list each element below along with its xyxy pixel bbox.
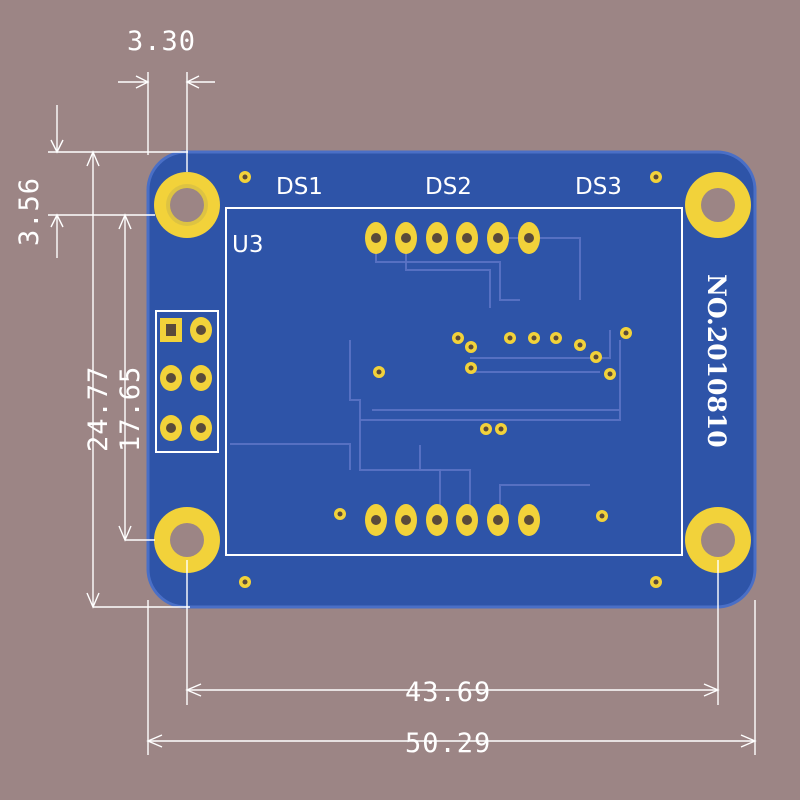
vias [239, 171, 662, 588]
dim-text-hole-vertical: 24.77 [83, 366, 114, 452]
dim-text-top-offset: 3.30 [127, 26, 196, 57]
dimension-board-width: 50.29 [146, 600, 757, 759]
dim-text-board-width: 50.29 [405, 728, 491, 759]
u3-module-outline [225, 207, 683, 556]
header-pin [190, 415, 212, 441]
mounting-hole-bottom-right [685, 507, 751, 573]
mounting-hole-bottom-left [154, 507, 220, 573]
dimension-hole-spacing: 43.69 [185, 560, 720, 708]
dimension-top-offset: 3.30 [118, 26, 215, 172]
mounting-hole-top-left [154, 172, 220, 238]
display-pins-bottom [365, 504, 540, 536]
dimension-header-height: 17.65 [115, 213, 155, 542]
label-ds2: DS2 [425, 174, 472, 200]
dimension-left-offset: 3.56 [14, 105, 188, 258]
header-pins [160, 317, 212, 441]
display-pins-top [365, 222, 540, 254]
dim-text-left-offset: 3.56 [14, 177, 45, 246]
header-outline [155, 310, 219, 453]
label-ds1: DS1 [276, 174, 323, 200]
header-pin [160, 415, 182, 441]
label-ds3: DS3 [575, 174, 622, 200]
header-pin [190, 317, 212, 343]
dim-text-hole-spacing: 43.69 [405, 677, 491, 708]
mounting-hole-top-right [685, 172, 751, 238]
header-pin [190, 365, 212, 391]
pcb-board [146, 150, 757, 609]
header-pin [160, 365, 182, 391]
serial-number: NO.2010810 [702, 274, 731, 448]
dim-text-header-height: 17.65 [115, 366, 146, 452]
dimension-hole-vertical: 24.77 [83, 150, 190, 609]
label-u3: U3 [232, 232, 263, 258]
